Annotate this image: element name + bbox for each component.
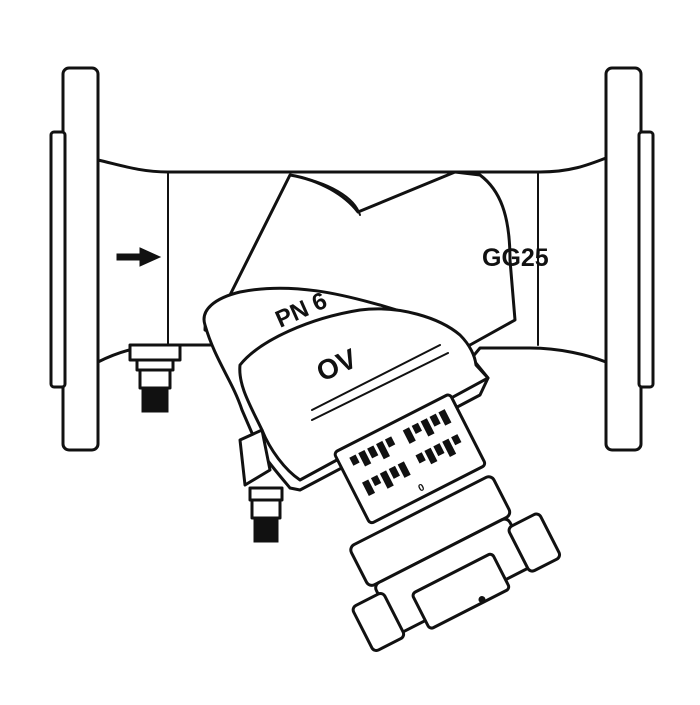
cap-line-2	[311, 352, 449, 421]
cap-line-1	[311, 344, 441, 411]
scale-markings-left	[349, 436, 411, 497]
scale-markings-right	[402, 409, 462, 465]
left-flange	[49, 66, 100, 452]
test-nipple-lower	[238, 428, 284, 543]
scale-drum: 0	[333, 393, 487, 525]
scale-zero-label: 0	[417, 482, 427, 495]
handwheel	[349, 475, 562, 652]
right-flange	[604, 66, 655, 452]
bonnet-curve	[289, 174, 361, 216]
arrow-right-icon	[116, 247, 162, 267]
material-label: GG25	[482, 244, 549, 272]
test-nipple-upper	[128, 343, 182, 413]
